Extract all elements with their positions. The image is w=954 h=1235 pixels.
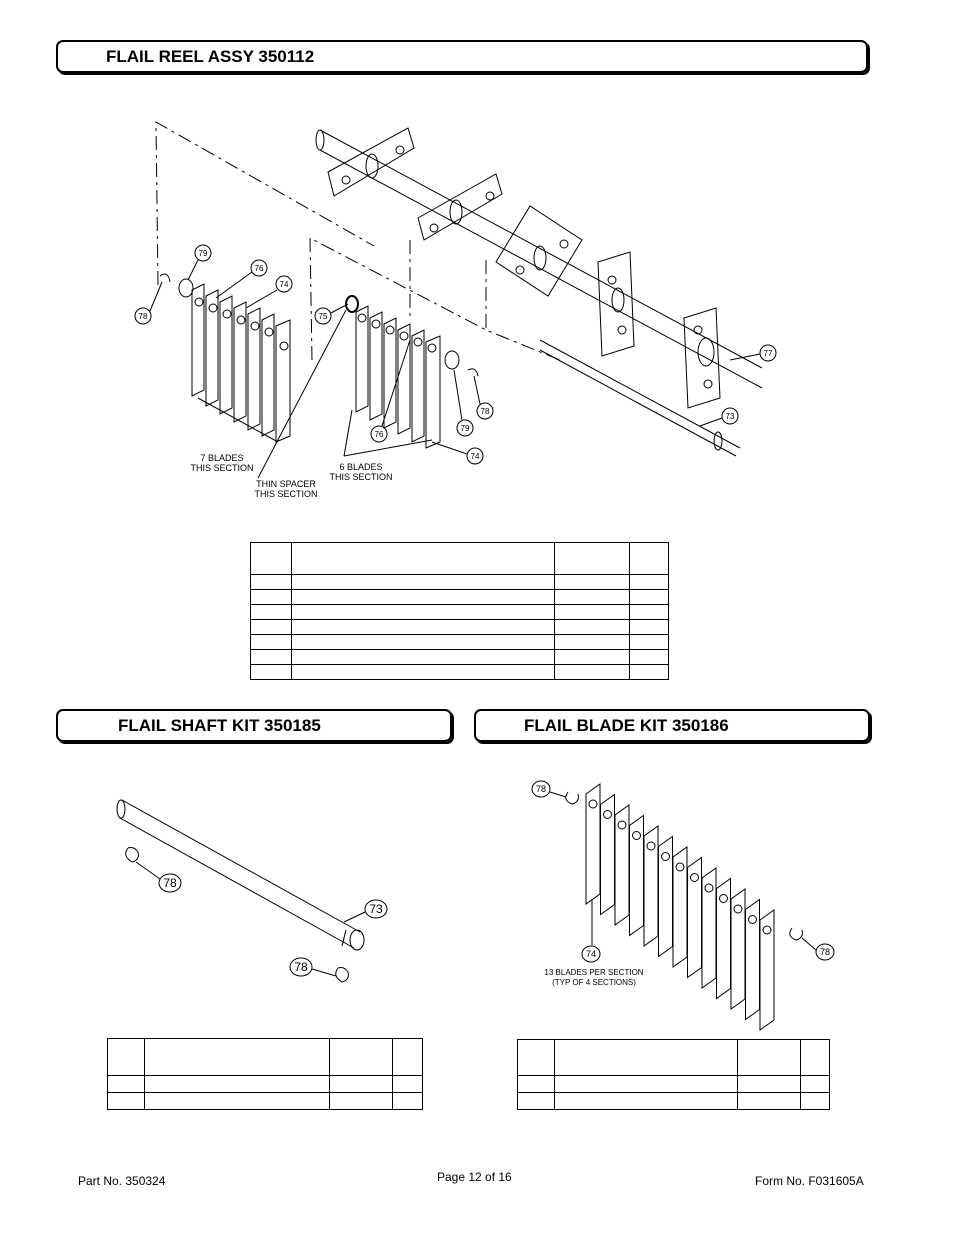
blade-stack: [585, 783, 775, 1031]
callout-78: 78: [163, 876, 177, 890]
blade-hole: [617, 820, 627, 830]
note-seven-blades: 7 BLADES: [200, 453, 243, 463]
callout-75: 75: [319, 312, 328, 321]
blade-hole: [603, 810, 612, 819]
flail-reel-diagram: 79 76 74 78 75 77 73 78 79 76 74 7 BLADE…: [134, 121, 777, 499]
blade-hole: [646, 841, 656, 851]
flail-blade: [614, 804, 630, 926]
note-six-blades-section: THIS SECTION: [329, 472, 392, 482]
flail-blade: [643, 825, 659, 947]
callout-78: 78: [139, 312, 148, 321]
note-blades-per-section: 13 BLADES PER SECTION: [544, 968, 643, 977]
flail-blade: [745, 898, 760, 1021]
callout-78: 78: [536, 784, 546, 794]
callout-79: 79: [461, 424, 470, 433]
callout-73: 73: [726, 412, 735, 421]
flail-blade: [585, 783, 601, 905]
callout-73: 73: [369, 902, 383, 916]
flail-blade: [658, 835, 673, 958]
callout-76: 76: [375, 430, 384, 439]
flail-blade: [759, 909, 775, 1031]
blade-hole: [588, 799, 598, 809]
flail-blade: [730, 888, 746, 1010]
flail-shaft-diagram: 78 73 78: [116, 799, 388, 983]
flail-blade: [600, 793, 615, 916]
flail-blade: [672, 846, 688, 968]
blade-hole: [762, 925, 772, 935]
callout-74: 74: [471, 452, 480, 461]
blade-hole: [675, 862, 685, 872]
footer-part-number: Part No. 350324: [78, 1174, 166, 1188]
reel-parts-table: [250, 542, 669, 680]
note-seven-blades-section: THIS SECTION: [190, 463, 253, 473]
callout-77: 77: [764, 349, 773, 358]
reel-section-title: FLAIL REEL ASSY 350112: [56, 40, 868, 73]
flail-blade: [687, 856, 702, 979]
shaft-section-title: FLAIL SHAFT KIT 350185: [56, 709, 452, 742]
blade-hole: [733, 904, 743, 914]
flail-blade: [629, 814, 644, 937]
flail-blade-diagram: 78 74 78 13 BLADES PER SECTION (TYP OF 4…: [531, 780, 835, 1031]
blade-section-title: FLAIL BLADE KIT 350186: [474, 709, 870, 742]
footer-form-number: Form No. F031605A: [755, 1174, 864, 1188]
note-six-blades: 6 BLADES: [339, 462, 382, 472]
callout-76: 76: [255, 264, 264, 273]
note-thin-spacer-section: THIS SECTION: [254, 489, 317, 499]
six-blades: [355, 305, 441, 449]
note-typ-sections: (TYP OF 4 SECTIONS): [552, 978, 636, 987]
blade-hole: [690, 873, 699, 882]
callout-74: 74: [586, 949, 596, 959]
blade-parts-table: [517, 1039, 830, 1110]
callout-78: 78: [481, 407, 490, 416]
footer-page-number: Page 12 of 16: [437, 1170, 512, 1184]
seven-blades: [191, 283, 291, 443]
shaft-parts-table: [107, 1038, 423, 1110]
blade-hole: [661, 852, 670, 861]
flail-blade: [716, 877, 731, 1000]
blade-hole: [704, 883, 714, 893]
callout-78: 78: [294, 960, 308, 974]
blade-hole: [719, 894, 728, 903]
callout-79: 79: [199, 249, 208, 258]
callout-78: 78: [820, 947, 830, 957]
blade-hole: [632, 831, 641, 840]
callout-74: 74: [280, 280, 289, 289]
blade-hole: [748, 915, 757, 924]
note-thin-spacer: THIN SPACER: [256, 479, 316, 489]
flail-blade: [701, 867, 717, 989]
